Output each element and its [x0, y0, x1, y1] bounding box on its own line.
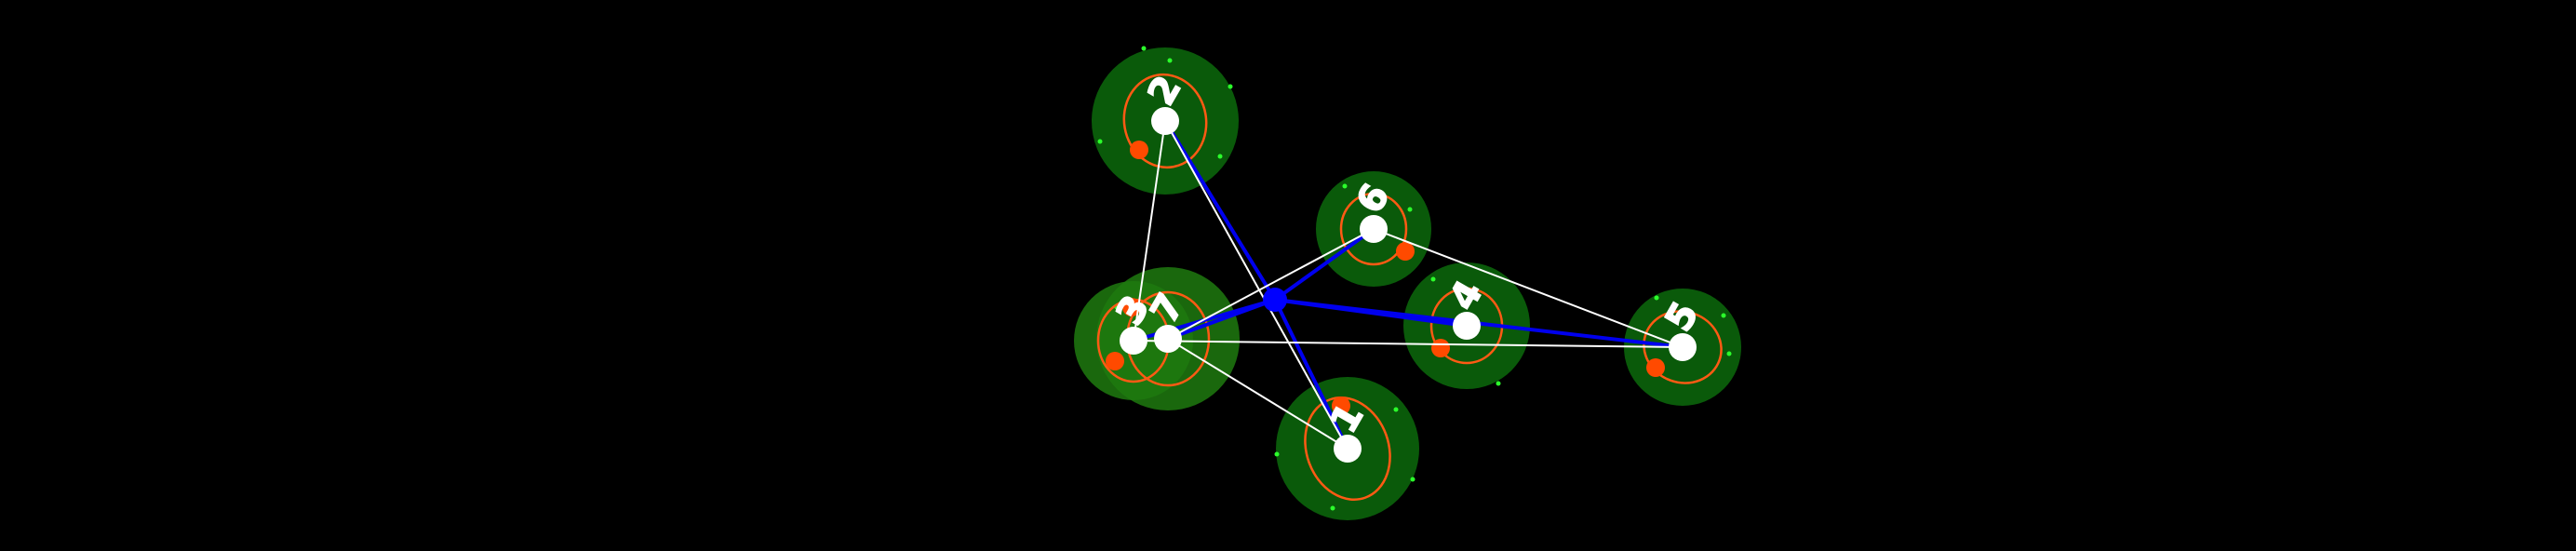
node-6-hub[interactable] — [1360, 215, 1388, 243]
node-5-satellite — [1646, 358, 1665, 377]
node-1-spark — [1274, 451, 1280, 457]
node-1-satellite — [1332, 396, 1350, 415]
node-5-spark — [1721, 313, 1726, 318]
node-2-satellite — [1130, 141, 1148, 159]
center-link-7 — [1167, 298, 1276, 341]
node-5-spark — [1726, 351, 1732, 356]
node-4-spark — [1496, 381, 1501, 386]
link-2-1 — [1164, 120, 1348, 450]
node-4-satellite — [1431, 339, 1450, 357]
node-2-hub[interactable] — [1151, 107, 1179, 135]
node-1-spark — [1393, 407, 1399, 412]
center-link-1 — [1273, 299, 1349, 450]
node-4-hub[interactable] — [1453, 312, 1481, 340]
node-2-spark — [1167, 58, 1173, 63]
node-6-spark — [1342, 183, 1348, 189]
node-2-spark — [1141, 46, 1147, 51]
node-1-orbit — [1304, 396, 1391, 501]
link-3-5 — [1133, 340, 1684, 348]
node-2-spark — [1097, 139, 1103, 144]
node-7-hub[interactable] — [1154, 325, 1182, 353]
center-link-2 — [1163, 119, 1277, 302]
node-6-spark — [1407, 207, 1413, 212]
node-5-spark — [1654, 295, 1659, 301]
node-1-spark — [1410, 477, 1415, 482]
node-3-satellite — [1106, 352, 1124, 370]
link-2-3 — [1133, 120, 1166, 342]
node-1-hub[interactable] — [1334, 435, 1362, 463]
node-3-hub[interactable] — [1120, 327, 1147, 355]
node-2-spark — [1228, 84, 1233, 89]
center-link-6 — [1273, 227, 1375, 302]
node-5-hub[interactable] — [1669, 333, 1697, 361]
link-7-1 — [1167, 338, 1348, 450]
node-6-orbit — [1339, 192, 1408, 266]
node-links — [1133, 120, 1684, 450]
node-4-spark — [1430, 276, 1436, 282]
link-7-6 — [1167, 228, 1375, 340]
node-1-spark — [1330, 505, 1335, 511]
node-hubs — [1120, 107, 1697, 463]
node-6-satellite — [1396, 242, 1415, 261]
link-6-5 — [1373, 228, 1684, 348]
node-2-spark — [1217, 154, 1223, 159]
node-2-orbit — [1122, 73, 1208, 169]
center-hub[interactable] — [1263, 288, 1287, 312]
node-7-satellite — [1122, 298, 1141, 316]
